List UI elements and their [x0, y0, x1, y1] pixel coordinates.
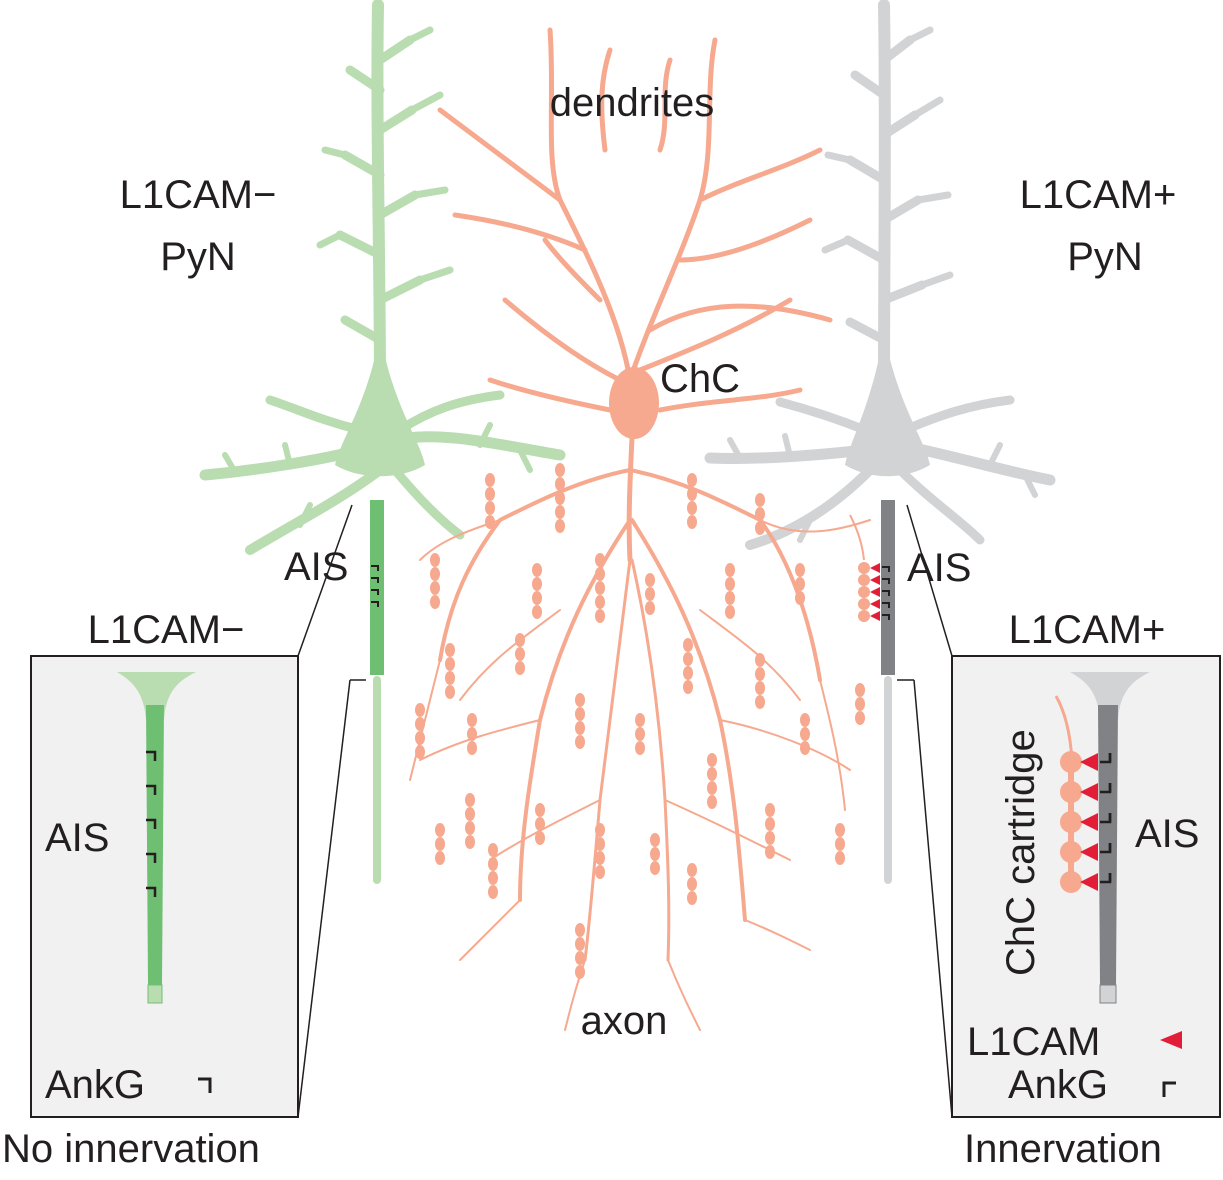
- axon-label: axon: [581, 999, 668, 1043]
- right-inset-ais-flare: [1070, 672, 1150, 720]
- right-inset-ankg-marks: [1100, 753, 1112, 884]
- dendrites-label: dendrites: [550, 81, 715, 125]
- left-inset-panel: L1CAM− AIS AnkG No innervation: [2, 504, 366, 1171]
- left-caption: No innervation: [2, 1127, 260, 1171]
- right-caption: Innervation: [964, 1127, 1162, 1171]
- chandelier-cell-dendrites: [437, 27, 833, 413]
- ais-label-left: AIS: [284, 545, 348, 589]
- right-neuron-label-line1: L1CAM+: [1020, 173, 1177, 217]
- right-legend-l1cam-label: L1CAM: [967, 1020, 1100, 1064]
- right-inset-cartridge-label: ChC cartridge: [999, 729, 1043, 976]
- right-inset-title: L1CAM+: [1009, 608, 1166, 652]
- right-ais-segment: [881, 500, 895, 675]
- left-neuron-soma: [335, 330, 425, 477]
- chc-label: ChC: [660, 357, 740, 401]
- left-inset-axon-stub: [147, 984, 163, 1004]
- left-inset-title: L1CAM−: [88, 608, 245, 652]
- left-neuron-label-line2: PyN: [160, 235, 236, 279]
- chandelier-cell-axon-arbor: [409, 435, 871, 1031]
- left-inset-ankg-marks: [146, 750, 157, 897]
- right-inset-panel: L1CAM+ ChC cartridge AIS L1CAM AnkG Inne…: [897, 504, 1221, 1171]
- right-inset-cartridge-boutons: [1060, 751, 1082, 893]
- left-ais-ankg-marks: [371, 565, 379, 607]
- right-inset-ais-label: AIS: [1135, 812, 1199, 856]
- left-inset-ais-label: AIS: [45, 816, 109, 860]
- left-inset-ais: [146, 705, 164, 985]
- left-ais-segment: [370, 500, 384, 675]
- chandelier-cell-cartridges: [415, 463, 865, 979]
- left-inset-ais-flare: [117, 672, 196, 720]
- left-pyramidal-neuron: [199, 0, 566, 884]
- left-neuron-label-line1: L1CAM−: [120, 173, 277, 217]
- right-legend-ankg-label: AnkG: [1008, 1063, 1108, 1107]
- right-ais-cartridge: [858, 562, 870, 622]
- right-ais-ankg-marks: [882, 566, 890, 620]
- right-legend-ankg-icon: [1162, 1081, 1176, 1097]
- chandelier-cell-soma: [609, 367, 659, 439]
- left-legend-ankg-icon: [198, 1077, 212, 1093]
- right-ais-l1cam-marks: [870, 563, 880, 621]
- left-inset-box: [30, 655, 299, 1118]
- right-neuron-label-line2: PyN: [1067, 235, 1143, 279]
- right-inset-ais: [1098, 705, 1118, 985]
- left-legend-ankg-label: AnkG: [45, 1063, 145, 1107]
- right-inset-axon-stub: [1099, 984, 1117, 1004]
- right-neuron-soma: [845, 330, 930, 477]
- right-inset-l1cam-marks: [1080, 753, 1098, 891]
- right-legend-l1cam-icon: [1160, 1031, 1182, 1049]
- ais-label-right: AIS: [907, 546, 971, 590]
